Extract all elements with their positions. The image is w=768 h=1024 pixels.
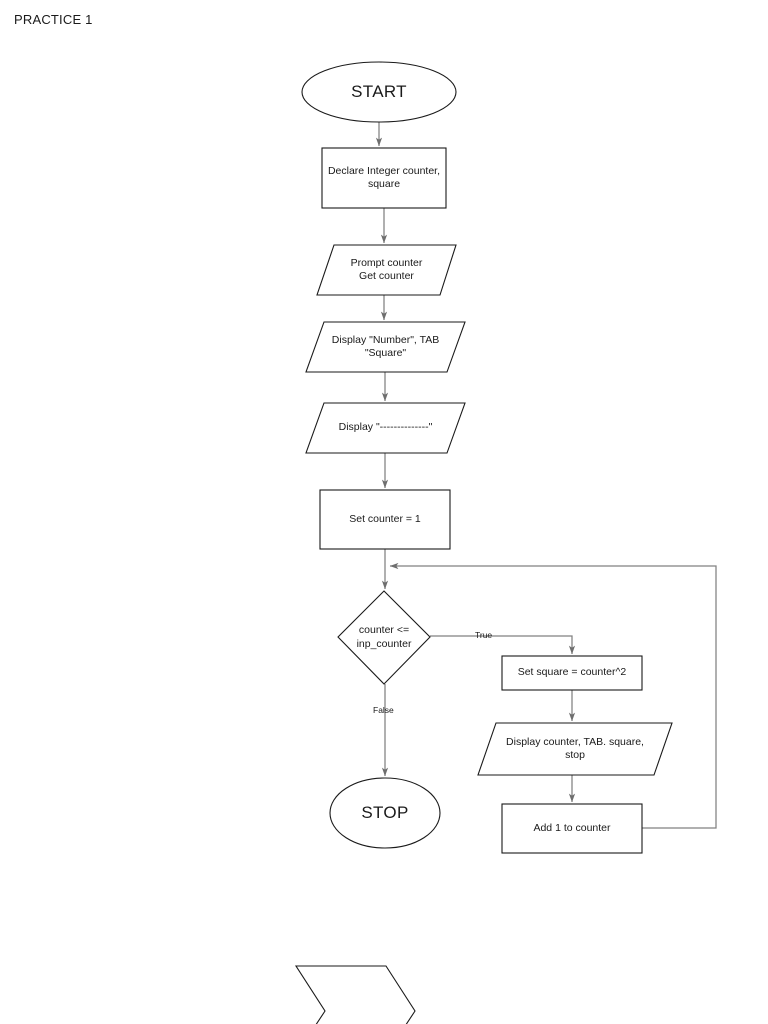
process-set-square	[501, 655, 643, 691]
process-set-counter	[319, 489, 451, 550]
connector-decision-true-to-setsquare	[430, 635, 576, 655]
io-display-row	[477, 722, 673, 776]
page-title: PRACTICE 1	[14, 12, 93, 27]
chevron-shape-partial	[294, 965, 416, 1024]
edge-label-false: False	[373, 705, 394, 715]
connector-increment-loopback-to-decision	[389, 562, 717, 829]
io-display-header	[305, 321, 466, 373]
process-increment-counter	[501, 803, 643, 854]
process-declare	[321, 147, 447, 209]
edge-label-true: True	[475, 630, 493, 640]
decision-counter-check	[337, 590, 431, 685]
connector-group	[375, 122, 717, 829]
io-prompt	[316, 244, 457, 296]
io-display-rule	[305, 402, 466, 454]
terminator-stop	[329, 777, 441, 849]
terminator-start	[301, 61, 457, 123]
